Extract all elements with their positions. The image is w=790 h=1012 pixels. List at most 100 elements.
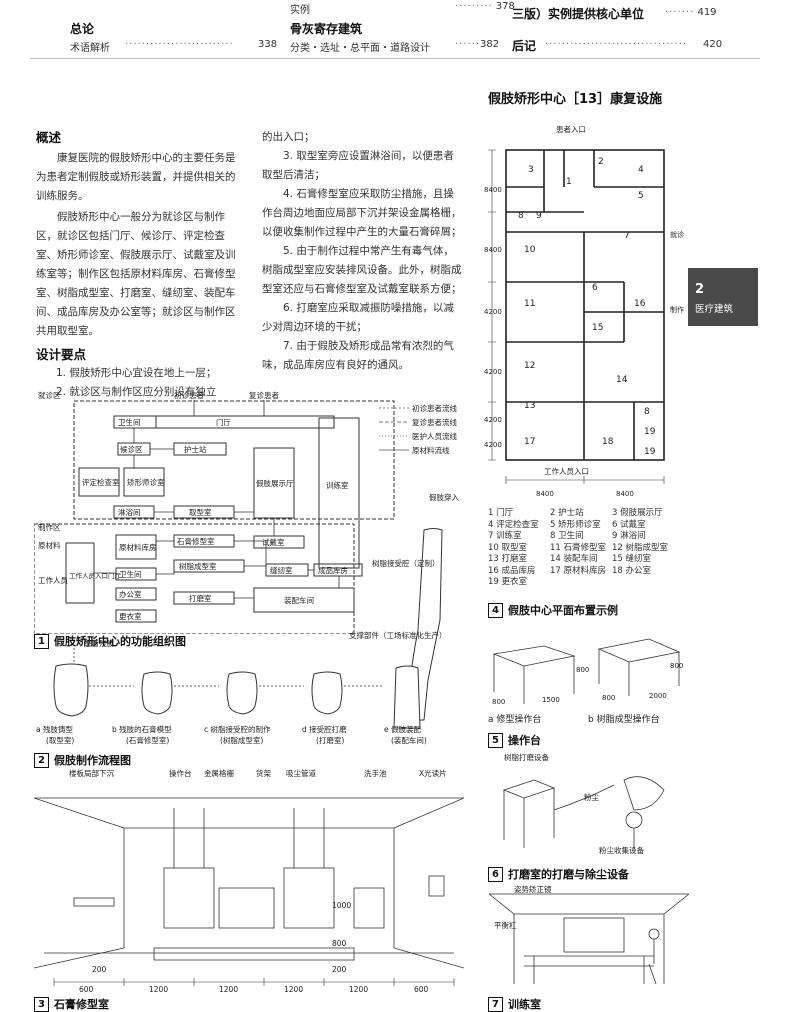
toc-col2-top-page: ········· 378 — [455, 1, 515, 12]
room-number: 8 — [644, 407, 650, 417]
dim-label: 1000 — [332, 901, 351, 910]
toc-col2-item[interactable]: 分类・选址・总平面・道路设计 — [290, 43, 430, 54]
room-number: 17 — [524, 437, 535, 447]
room-label: 树脂成型室 — [179, 561, 217, 571]
legend-item: 医护人员流线 — [412, 431, 457, 441]
dim-label: 1200 — [219, 985, 238, 994]
room-number: 3 — [528, 165, 534, 175]
room-label: 成品库房 — [318, 565, 348, 575]
legend-item: 17 原材料库房 — [550, 565, 607, 576]
workbench-drawings: 800 800 1500 800 800 2000 — [492, 638, 683, 706]
legend-item: 9 淋浴间 — [612, 531, 646, 541]
dim-label: 4200 — [484, 441, 502, 449]
room-number: 12 — [524, 361, 535, 371]
fig5-caption: 5 操作台 — [488, 732, 541, 748]
dim-label: 200 — [92, 965, 107, 974]
legend-item: 原材料流线 — [412, 445, 450, 455]
toc-dots: ·························· — [125, 39, 234, 50]
chapter-tab[interactable]: 2 医疗建筑 — [688, 268, 758, 326]
design-point: 1. 假肢矫形中心宜设在地上一层； — [56, 367, 217, 379]
zone-label: 制作区 — [670, 305, 684, 314]
dim-label: 600 — [79, 985, 94, 994]
room-number: 19 — [644, 427, 656, 437]
entrance-label: 工作人员入口 — [544, 466, 589, 476]
legend-item: 8 卫生间 — [550, 531, 584, 541]
plan-legend: 1 门厅 2 护士站 3 假肢展示厅 4 评定检查室 5 矫形师诊室 6 试戴室… — [488, 508, 688, 589]
room-number: 9 — [536, 211, 542, 221]
design-point: 的出入口； — [262, 131, 315, 143]
room-number: 18 — [602, 437, 614, 447]
dim-label: 800 — [492, 698, 505, 706]
side-label: 原材料 — [38, 540, 61, 550]
grinding-equipment-drawing: 树脂打磨设备 粉尘 粉尘收集设备 — [502, 752, 665, 855]
toc-col3-heading[interactable]: 后记 — [512, 39, 537, 53]
step-label: a 残肢铸型 — [36, 724, 73, 734]
header-rule — [30, 58, 760, 59]
flow-label: 假肢穿入 — [429, 492, 459, 502]
plaster-room-drawing: 楼板局部下沉 操作台 金属格栅 货架 吸尘管道 洗手池 X光读片 600 120… — [34, 768, 464, 994]
flow-label: 支撑部件（工场标准化生产） — [349, 630, 447, 640]
room-number: 7 — [624, 231, 630, 241]
callout: 姿势矫正镜 — [514, 884, 552, 894]
step-sub: (装配车间) — [391, 735, 427, 745]
room-label: 办公室 — [119, 589, 142, 599]
room-label: 更衣室 — [119, 611, 142, 621]
dim-label: 8400 — [484, 186, 502, 194]
toc-col2-top[interactable]: 实例 — [290, 5, 310, 16]
room-label: 假肢展示厅 — [256, 478, 294, 488]
toc-col2-page: 382 — [480, 39, 500, 50]
room-number: 6 — [592, 283, 598, 293]
room-label: 取型室 — [189, 507, 212, 517]
side-label: 工作人员 — [38, 575, 68, 585]
room-label: 试戴室 — [262, 537, 285, 547]
toc-col1-item[interactable]: 术语解析 — [70, 43, 110, 54]
legend-item: 复诊患者流线 — [412, 417, 457, 427]
callout: X光读片 — [419, 768, 447, 778]
legend-item: 10 取型室 — [488, 542, 528, 553]
toc-dots: ······ — [455, 39, 481, 50]
design-point: 3. 取型室旁应设置淋浴间，以便患者取型后清洁； — [262, 150, 454, 181]
paragraph: 康复医院的假肢矫形中心的主要任务是为患者定制假肢或矫形装置，并提供相关的训练服务… — [36, 152, 236, 202]
zone-label: 制作区 — [38, 522, 61, 532]
toc-col3-top[interactable]: 三版）实例提供核心单位 — [512, 7, 645, 21]
step-sub: (树脂成型室) — [220, 735, 263, 745]
text-column-1: 概述 康复医院的假肢矫形中心的主要任务是为患者定制假肢或矫形装置，并提供相关的训… — [36, 128, 236, 402]
entrance-label: 患者入口 — [556, 124, 586, 134]
dim-label: 4200 — [484, 368, 502, 376]
room-label: 卫生间 — [119, 569, 142, 579]
legend-item: 3 假肢展示厅 — [612, 508, 663, 518]
callout: 操作台 — [169, 768, 192, 778]
design-point: 2. 就诊区与制作区应分别设有独立 — [56, 386, 217, 398]
legend-item: 初诊患者流线 — [412, 403, 457, 413]
step-sub: (取型室) — [46, 735, 74, 745]
flow-label: 树脂接受腔（定制） — [372, 558, 440, 568]
fig5-sub-b: b 树脂成型操作台 — [588, 715, 660, 725]
room-number: 2 — [598, 157, 604, 167]
dim-label: 2000 — [649, 692, 667, 700]
room-label: 原材料库房 — [119, 542, 157, 552]
dim-label: 800 — [332, 939, 347, 948]
toc-col2-heading: 骨灰寄存建筑 — [290, 22, 363, 36]
zone-label: 就诊区 — [670, 230, 684, 239]
room-number: 11 — [524, 299, 535, 309]
design-heading: 设计要点 — [36, 347, 87, 362]
toc-col3-page: 420 — [703, 39, 723, 50]
room-number: 5 — [638, 191, 644, 201]
step-label: e 假肢装配 — [384, 724, 421, 734]
room-number: 16 — [634, 299, 646, 309]
flow-label: 患者残肢 — [84, 638, 114, 648]
paragraph: 假肢矫形中心一般分为就诊区与制作区，就诊区包括门厅、候诊厅、评定检查室、矫形师诊… — [36, 211, 236, 337]
dim-label: 800 — [602, 694, 615, 702]
legend-item: 5 矫形师诊室 — [550, 519, 601, 530]
callout: 货架 — [256, 768, 271, 778]
fig5-sub-a: a 修型操作台 — [488, 715, 542, 725]
floor-plan: 3 1 2 4 5 8 9 7 10 11 6 16 15 12 14 13 1… — [484, 124, 684, 498]
dim-label: 4200 — [484, 416, 502, 424]
room-label: 评定检查室 — [82, 477, 120, 487]
flow-label: 初诊患者 — [174, 390, 204, 400]
dim-label: 800 — [576, 666, 589, 674]
legend-item: 1 门厅 — [488, 508, 514, 518]
room-number: 4 — [638, 165, 644, 175]
callout: 吸尘管道 — [286, 768, 316, 778]
room-number: 13 — [524, 401, 535, 411]
